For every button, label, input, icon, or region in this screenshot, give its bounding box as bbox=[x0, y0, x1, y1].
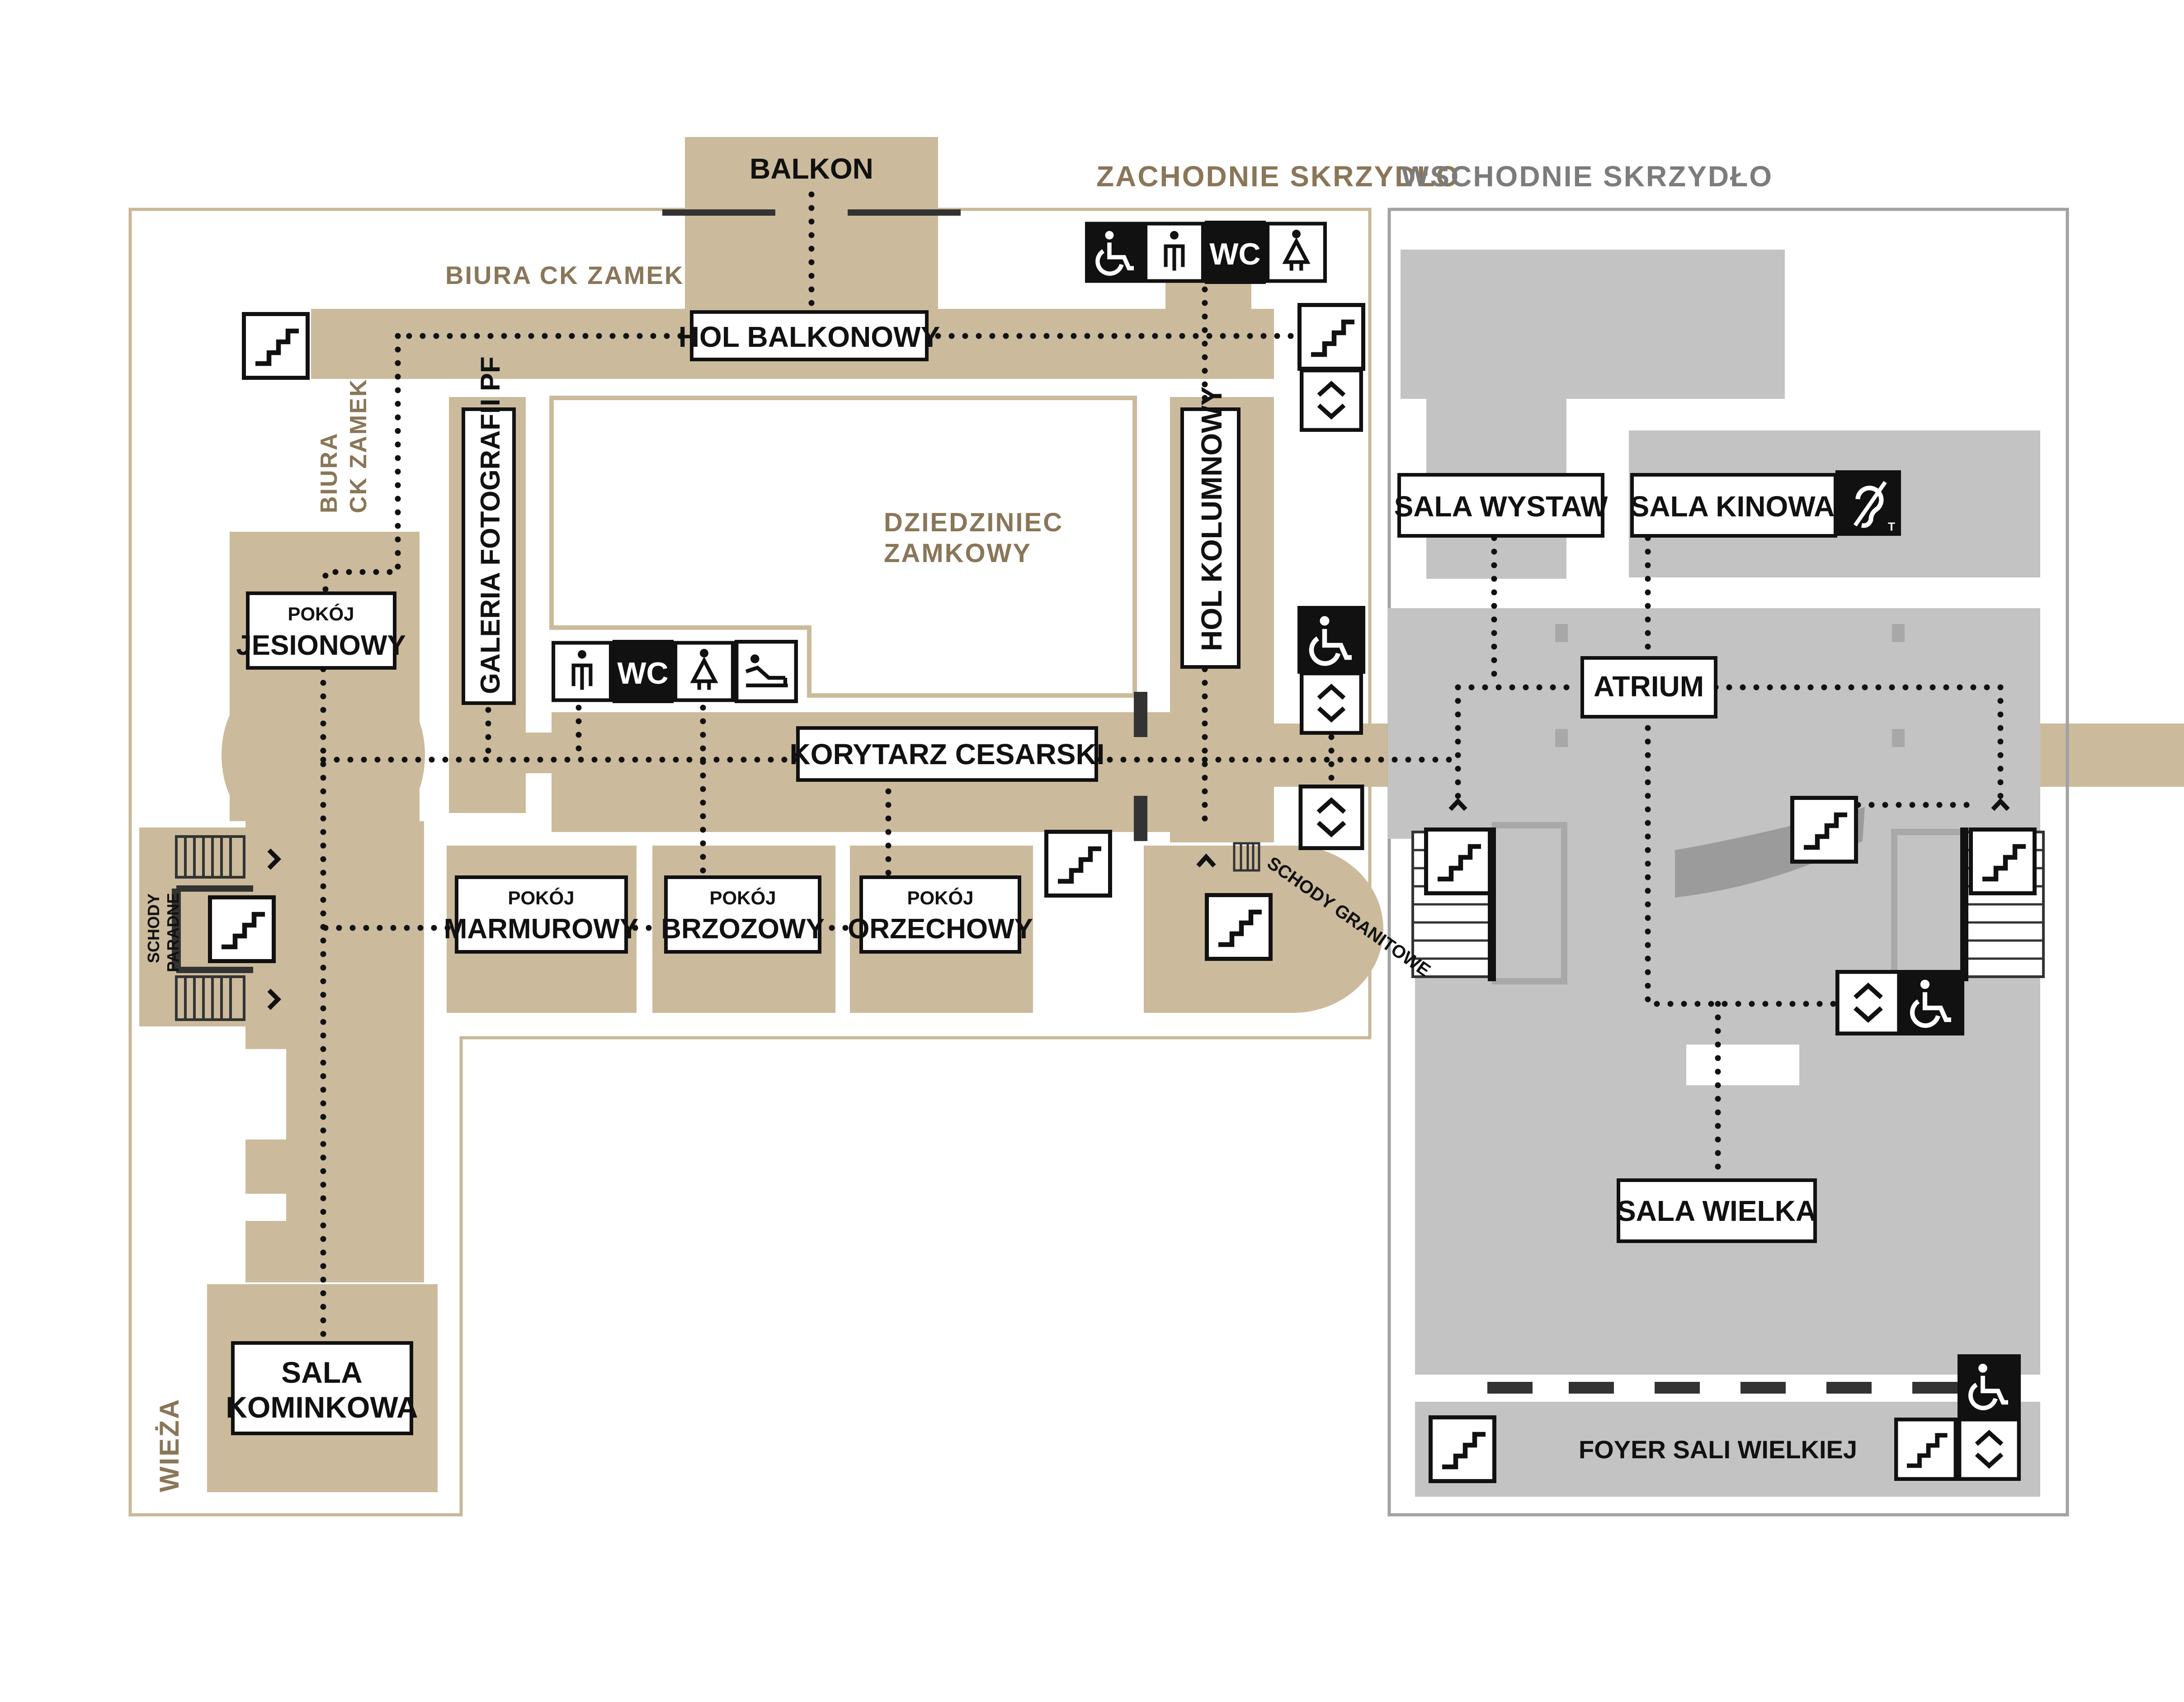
brzozowy-label: BRZOZOWY bbox=[661, 913, 825, 945]
wc-labels: WC WC bbox=[617, 237, 1260, 690]
stairs-icon bbox=[1431, 1418, 1495, 1481]
female-icon bbox=[675, 643, 733, 700]
hearing-loop-icon bbox=[1835, 470, 1901, 536]
tower-label: WIEŻA bbox=[154, 1398, 184, 1492]
stairs-icon bbox=[1896, 1419, 1956, 1479]
kominkowa-label-2: KOMINKOWA bbox=[226, 1390, 418, 1424]
balkon-label: BALKON bbox=[750, 152, 873, 185]
wc-label-courtyard: WC bbox=[617, 656, 668, 690]
marmurowy-label: MARMUROWY bbox=[444, 913, 639, 945]
orzechowy-label-top: POKÓJ bbox=[907, 887, 973, 908]
room-labels: BALKON HOL BALKONOWY GALERIA FOTOGRAFII … bbox=[226, 152, 1857, 1464]
atrium-label: ATRIUM bbox=[1594, 670, 1704, 703]
hol-balkonowy-label: HOL BALKONOWY bbox=[679, 321, 940, 353]
courtyard-label-2: ZAMKOWY bbox=[884, 539, 1032, 568]
stairs-icon bbox=[1047, 832, 1110, 896]
east-wing-outline bbox=[1387, 208, 2069, 1517]
sala-wystaw-label: SALA WYSTAW bbox=[1394, 490, 1608, 523]
hol-kolumnowy-label: HOL KOLUMNOWY bbox=[1195, 387, 1228, 651]
jesionowy-label-top: POKÓJ bbox=[288, 603, 354, 624]
marmurowy-label-top: POKÓJ bbox=[508, 887, 574, 908]
male-icon bbox=[553, 643, 611, 700]
wc-badge bbox=[1205, 221, 1266, 284]
stairs-icon bbox=[1792, 798, 1856, 862]
male-icon bbox=[1146, 224, 1203, 281]
wheelchair-icon bbox=[1085, 222, 1146, 283]
wheelchair-icon bbox=[1958, 1354, 2021, 1418]
wc-badge bbox=[613, 640, 674, 703]
wheelchair-icon bbox=[1297, 606, 1365, 674]
galeria-label: GALERIA FOTOGRAFII PF bbox=[475, 356, 505, 694]
west-wing-title: ZACHODNIE SKRZYDŁO bbox=[1096, 160, 1460, 193]
stairs-icon bbox=[210, 898, 274, 961]
offices-label: BIURA CK ZAMEK bbox=[445, 261, 684, 289]
elevator-icon bbox=[1302, 673, 1361, 733]
section-titles: ZACHODNIE SKRZYDŁO WSCHODNIE SKRZYDŁO bbox=[1096, 160, 1773, 193]
parade-stairs-label-2: PARADNE bbox=[164, 893, 182, 972]
korytarz-label: KORYTARZ CESARSKI bbox=[790, 738, 1105, 771]
stairs-icon bbox=[1971, 830, 2035, 894]
offices-side-label-2: CK ZAMEK bbox=[345, 378, 372, 513]
elevator-icon bbox=[1959, 1419, 2019, 1479]
brzozowy-label-top: POKÓJ bbox=[709, 887, 776, 908]
female-icon bbox=[1268, 224, 1325, 281]
stairs-icon bbox=[1207, 895, 1271, 959]
jesionowy-label: JESIONOWY bbox=[236, 630, 406, 661]
baby-changing-icon bbox=[736, 642, 796, 701]
stairs-icon bbox=[1300, 305, 1363, 369]
dashed-line bbox=[1487, 1382, 1958, 1394]
courtyard-label-1: DZIEDZINIEC bbox=[884, 508, 1063, 537]
wheelchair-icon bbox=[1899, 970, 1964, 1035]
orzechowy-label: ORZECHOWY bbox=[848, 913, 1033, 945]
stairs-icon bbox=[244, 314, 308, 378]
elevator-icon bbox=[1302, 370, 1361, 430]
parade-stairs-label-1: SCHODY bbox=[144, 894, 163, 963]
parade-stairs bbox=[172, 835, 253, 1021]
sala-wielka-label: SALA WIELKA bbox=[1617, 1195, 1816, 1227]
kominkowa-label-1: SALA bbox=[281, 1356, 363, 1389]
wc-label-top: WC bbox=[1209, 237, 1260, 271]
elevator-icon bbox=[1837, 972, 1899, 1033]
elevator-icon bbox=[1301, 786, 1362, 848]
foyer-label: FOYER SALI WIELKIEJ bbox=[1579, 1435, 1857, 1464]
courtyard bbox=[549, 396, 1137, 698]
east-wing-title: WSCHODNIE SKRZYDŁO bbox=[1401, 160, 1773, 193]
offices-side-label-1: BIURA bbox=[316, 432, 342, 513]
sala-kinowa-label: SALA KINOWA bbox=[1630, 490, 1835, 523]
west-wing-outline bbox=[128, 208, 1372, 1517]
stairs-icon bbox=[1426, 830, 1490, 894]
